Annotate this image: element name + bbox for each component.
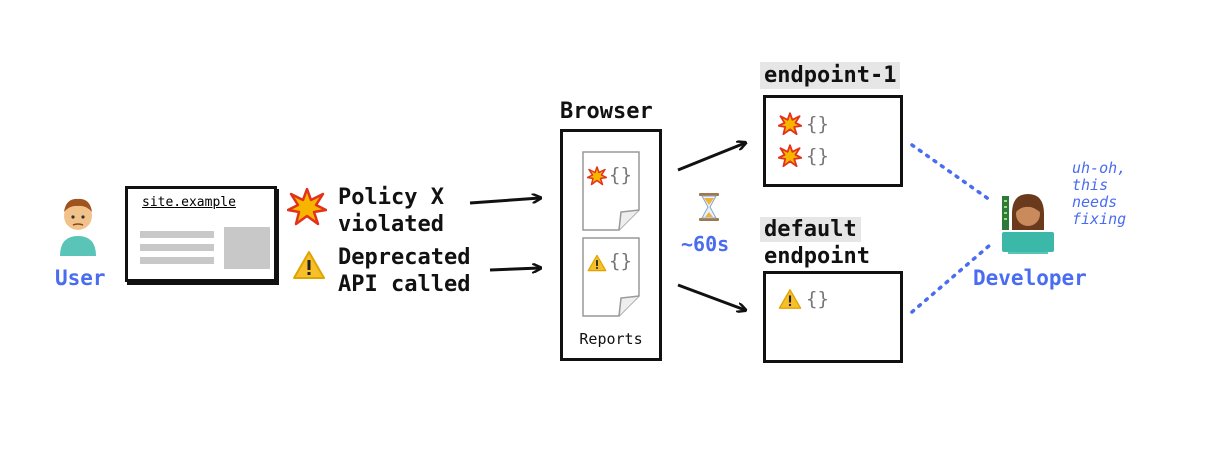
endpoint-entry: {}: [778, 144, 829, 168]
comment-line: needs: [1072, 193, 1118, 211]
default-endpoint-title-line2: endpoint: [764, 244, 870, 269]
developer-icon: [998, 190, 1058, 258]
warning-icon: [292, 250, 326, 284]
explosion-icon: [778, 112, 802, 136]
event-line: violated: [338, 212, 444, 237]
warning-icon: [587, 254, 607, 272]
developer-label: Developer: [973, 266, 1087, 290]
default-endpoint-title-line1: default: [760, 217, 861, 242]
entry-braces: {}: [806, 113, 829, 135]
reports-label: Reports: [579, 330, 643, 348]
report-braces: {}: [609, 164, 632, 186]
explosion-icon: [587, 166, 607, 186]
comment-line: uh-oh,: [1072, 159, 1127, 177]
dotted-line-default-to-developer: [910, 243, 992, 314]
placeholder-line: [140, 257, 214, 264]
event-line: Deprecated: [338, 245, 471, 270]
event-line: Policy X: [338, 185, 444, 210]
default-endpoint-box: {}: [763, 271, 903, 363]
site-window: site.example: [125, 186, 277, 282]
dotted-line-endpoint-1-to-developer: [910, 143, 992, 202]
comment-line: this: [1072, 176, 1109, 194]
hourglass-icon: [698, 192, 720, 226]
browser-title: Browser: [560, 99, 653, 124]
entry-braces: {}: [806, 145, 829, 167]
arrow-browser-to-endpoint-1: [677, 143, 745, 172]
comment-line: fixing: [1072, 210, 1127, 228]
report-braces: {}: [609, 250, 632, 272]
report-document: {}: [581, 236, 641, 318]
entry-braces: {}: [806, 288, 829, 310]
endpoint-1-box: {} {}: [763, 95, 903, 187]
event-deprecated-label: Deprecated API called: [338, 244, 470, 298]
arrow-deprecated-to-browser: [489, 268, 540, 270]
user-avatar-icon: [52, 192, 104, 256]
placeholder-block: [224, 227, 270, 269]
developer-comment: uh-oh, this needs fixing: [1072, 160, 1126, 228]
default-endpoint-title: default endpoint: [760, 216, 870, 270]
delay-label: ~60s: [681, 232, 730, 256]
report-document: {}: [581, 150, 641, 232]
browser-box: {} {} Reports: [560, 129, 662, 361]
event-policy-label: Policy X violated: [338, 184, 444, 238]
placeholder-line: [140, 231, 214, 238]
event-line: API called: [338, 272, 471, 297]
arrow-browser-to-default-endpoint: [677, 283, 745, 310]
explosion-icon: [286, 187, 328, 230]
endpoint-entry: {}: [778, 112, 829, 136]
placeholder-line: [140, 244, 214, 251]
user-label: User: [55, 266, 106, 290]
explosion-icon: [778, 144, 802, 168]
arrow-policy-to-browser: [469, 198, 540, 205]
endpoint-1-title: endpoint-1: [760, 62, 901, 89]
warning-icon: [778, 289, 802, 309]
endpoint-entry: {}: [778, 288, 829, 310]
site-url: site.example: [140, 195, 238, 210]
